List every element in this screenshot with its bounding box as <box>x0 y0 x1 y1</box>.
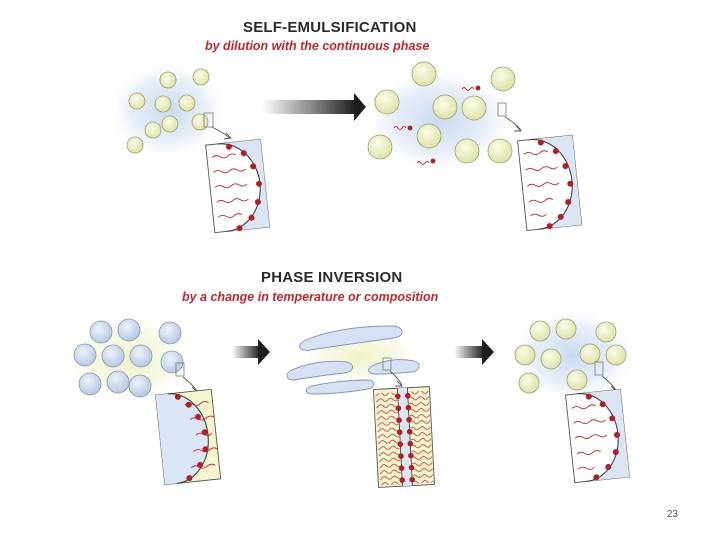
interface-zoom-panel <box>155 388 222 486</box>
self-emulsification-title: SELF-EMULSIFICATION <box>243 19 417 36</box>
oil-droplets <box>367 61 516 164</box>
phase-inversion-before <box>60 310 222 486</box>
process-arrow <box>454 339 494 365</box>
interface-zoom-panel <box>517 134 583 231</box>
zoom-marker <box>497 102 507 117</box>
phase-inversion-title: PHASE INVERSION <box>261 269 403 286</box>
bicontinuous-domains <box>286 325 420 395</box>
self-emulsification-subtitle: by dilution with the continuous phase <box>205 39 430 53</box>
phase-inversion-after <box>507 305 639 484</box>
phase-inversion-subtitle: by a change in temperature or compositio… <box>182 290 439 304</box>
zoom-marker <box>594 361 604 376</box>
zoom-marker <box>382 357 392 371</box>
lamellar-zoom-panel <box>372 386 435 488</box>
interface-zoom-panel <box>205 138 271 234</box>
free-surfactant <box>393 85 481 165</box>
oil-droplets <box>514 318 627 394</box>
water-droplets <box>73 318 184 398</box>
zoom-marker <box>175 362 185 377</box>
zoom-marker <box>203 112 214 128</box>
continuous-phase-halo <box>360 64 520 176</box>
page-number: 23 <box>666 509 678 520</box>
self-emulsification-after <box>360 61 583 231</box>
phase-inversion-bicontinuous <box>286 325 435 488</box>
interface-zoom-panel <box>565 388 630 484</box>
process-arrow <box>232 339 270 365</box>
process-arrow <box>262 93 366 121</box>
self-emulsification-before <box>106 58 271 234</box>
